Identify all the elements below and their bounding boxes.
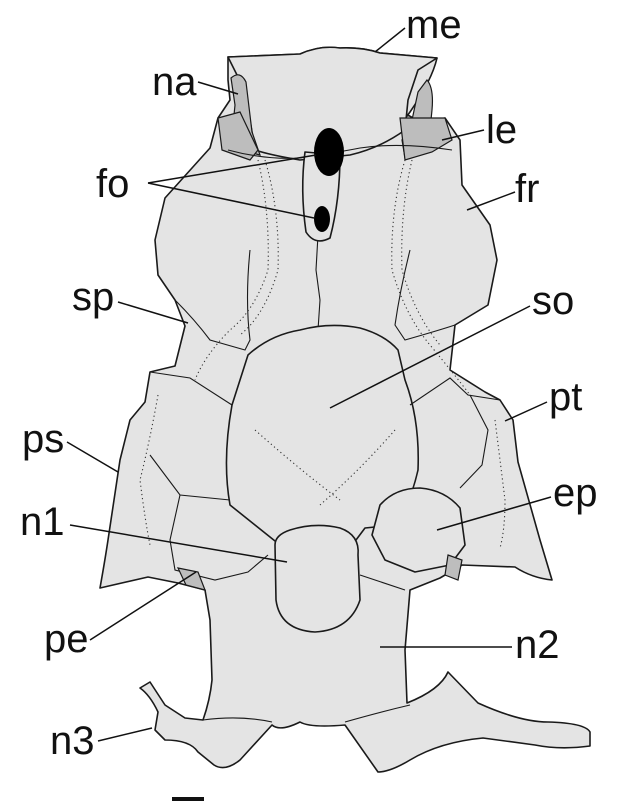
label-so: so xyxy=(532,279,574,323)
n1-bone xyxy=(275,525,360,632)
leader-me xyxy=(375,28,405,52)
label-na: na xyxy=(152,60,197,104)
label-n2: n2 xyxy=(515,623,560,667)
label-ep: ep xyxy=(553,471,598,515)
leader-ps xyxy=(67,442,118,472)
label-sp: sp xyxy=(72,275,114,319)
foramen-large xyxy=(314,128,344,176)
label-n1: n1 xyxy=(20,500,65,544)
scale-bar-icon xyxy=(172,797,204,801)
label-fo: fo xyxy=(96,162,129,206)
label-le: le xyxy=(486,108,517,152)
label-ps: ps xyxy=(22,417,64,461)
label-pe: pe xyxy=(44,617,89,661)
label-n3: n3 xyxy=(50,719,95,763)
label-fr: fr xyxy=(515,167,539,211)
leader-pt xyxy=(505,402,547,421)
leader-n3 xyxy=(98,728,152,741)
foramen-small xyxy=(314,206,330,232)
leader-fr xyxy=(467,192,515,210)
label-me: me xyxy=(406,3,462,47)
label-pt: pt xyxy=(549,375,582,419)
pectoral-nub-right xyxy=(445,555,462,580)
